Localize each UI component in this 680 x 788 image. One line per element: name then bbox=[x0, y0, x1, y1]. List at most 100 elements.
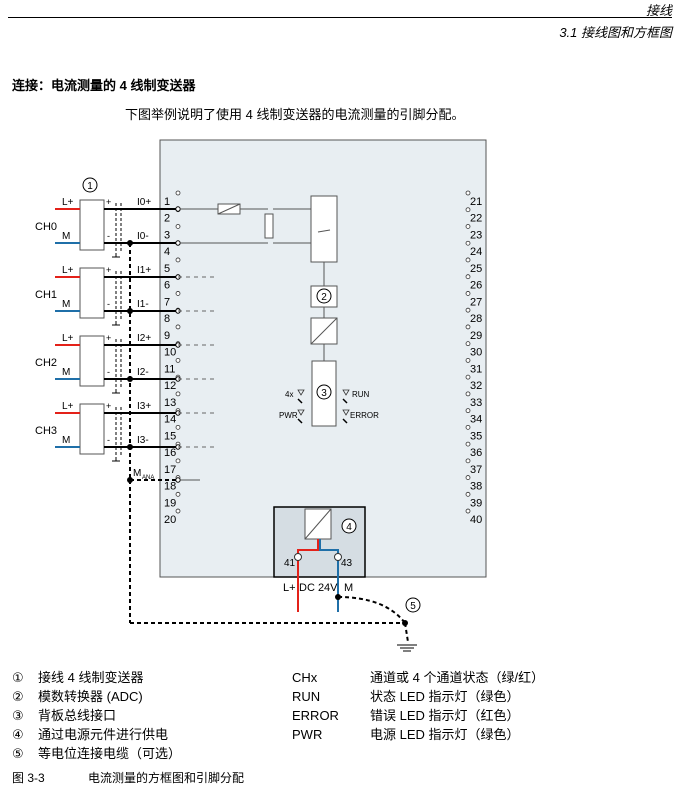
legend-text: 错误 LED 指示灯（红色） bbox=[370, 708, 520, 723]
terminal-22 bbox=[465, 207, 471, 213]
terminal-number-27: 27 bbox=[470, 296, 482, 308]
input-minus-label: I3- bbox=[137, 435, 149, 446]
minus-sign: - bbox=[107, 367, 110, 377]
led-icon bbox=[297, 409, 305, 416]
terminal-number-7: 7 bbox=[164, 296, 170, 308]
terminal-19 bbox=[175, 491, 181, 497]
callout-number: 2 bbox=[321, 292, 327, 303]
legend-text: 接线 4 线制变送器 bbox=[38, 670, 144, 685]
terminal-5 bbox=[175, 257, 181, 263]
terminal-number-15: 15 bbox=[164, 430, 176, 442]
terminal-26 bbox=[465, 274, 471, 280]
channel-label-CH2: CH2 bbox=[35, 357, 57, 369]
terminal-29 bbox=[465, 324, 471, 330]
terminal-number-18: 18 bbox=[164, 481, 176, 493]
terminal-30 bbox=[465, 341, 471, 347]
section-heading: 连接：电流测量的 4 线制变送器 bbox=[12, 78, 196, 93]
legend-text: 状态 LED 指示灯（绿色） bbox=[370, 689, 520, 704]
terminal-number-12: 12 bbox=[164, 380, 176, 392]
terminal-number-39: 39 bbox=[470, 497, 482, 509]
led-icon bbox=[297, 389, 305, 396]
minus-sign: - bbox=[107, 231, 110, 241]
terminal-32 bbox=[465, 374, 471, 380]
legend-text: 背板总线接口 bbox=[38, 708, 117, 723]
terminal-24 bbox=[465, 240, 471, 246]
terminal-23 bbox=[465, 224, 471, 229]
input-plus-label: I2+ bbox=[137, 333, 151, 344]
terminal-number-23: 23 bbox=[470, 229, 482, 241]
terminal-41 bbox=[294, 553, 302, 561]
led-light-icon bbox=[342, 418, 348, 424]
legend-key: CHx bbox=[292, 670, 318, 685]
converter-icon bbox=[310, 317, 338, 345]
wiring-diagram: 1234567891011121314151617181920212223242… bbox=[35, 139, 487, 652]
intro-text: 下图举例说明了使用 4 线制变送器的电流测量的引脚分配。 bbox=[125, 107, 465, 122]
terminal-number-28: 28 bbox=[470, 313, 482, 325]
terminal-number-41: 41 bbox=[284, 558, 296, 569]
legend-text: 等电位连接电缆（可选） bbox=[38, 746, 182, 761]
terminal-number-11: 11 bbox=[164, 363, 175, 375]
legend-key: RUN bbox=[292, 689, 321, 704]
switch-icon bbox=[317, 229, 331, 233]
plus-sign: + bbox=[106, 401, 111, 411]
equipotential-cable bbox=[337, 596, 406, 624]
terminal-number-4: 4 bbox=[164, 246, 170, 258]
plus-sign: + bbox=[106, 265, 111, 275]
terminal-13 bbox=[175, 391, 181, 397]
terminal-number-3: 3 bbox=[164, 229, 170, 241]
transmitter-CH1 bbox=[79, 267, 105, 319]
input-plus-label: I3+ bbox=[137, 401, 151, 412]
legend-key: ERROR bbox=[292, 708, 339, 723]
transmitter-CH2 bbox=[79, 335, 105, 387]
terminal-number-9: 9 bbox=[164, 330, 170, 342]
legend-item: ① 接线 4 线制变送器 bbox=[12, 668, 181, 687]
terminal-number-32: 32 bbox=[470, 380, 482, 392]
terminal-28 bbox=[465, 307, 471, 313]
terminal-34 bbox=[465, 408, 471, 414]
input-plus-label: I1+ bbox=[137, 265, 151, 276]
terminal-number-38: 38 bbox=[470, 481, 482, 493]
power-m-label: M bbox=[344, 582, 353, 594]
terminal-number-40: 40 bbox=[470, 514, 482, 526]
terminal-25 bbox=[465, 257, 471, 263]
terminal-number-1: 1 bbox=[164, 196, 170, 208]
junction-dot bbox=[127, 308, 133, 314]
led-run-label: RUN bbox=[352, 390, 370, 399]
terminal-number-43: 43 bbox=[341, 558, 353, 569]
terminal-number-16: 16 bbox=[164, 447, 176, 459]
callout-number: 5 bbox=[410, 601, 416, 612]
lplus-label: L+ bbox=[62, 197, 74, 208]
channel-label-CH3: CH3 bbox=[35, 425, 57, 437]
terminal-number-10: 10 bbox=[164, 347, 176, 359]
input-minus-label: I0- bbox=[137, 231, 149, 242]
led-pwr-label: PWR bbox=[279, 411, 298, 420]
terminal-17 bbox=[175, 458, 181, 464]
led-4x-label: 4x bbox=[285, 390, 293, 399]
channel-label-CH1: CH1 bbox=[35, 289, 57, 301]
terminal-number-33: 33 bbox=[470, 397, 482, 409]
callout-circle bbox=[405, 597, 421, 613]
terminal-27 bbox=[465, 291, 471, 296]
terminal-33 bbox=[465, 391, 471, 397]
m-label: M bbox=[62, 435, 70, 446]
terminal-number-34: 34 bbox=[470, 414, 482, 426]
terminal-38 bbox=[465, 475, 471, 480]
terminal-number-30: 30 bbox=[470, 347, 482, 359]
legend-num: ① bbox=[12, 670, 24, 685]
legend-num: ③ bbox=[12, 708, 24, 723]
terminal-number-26: 26 bbox=[470, 280, 482, 292]
multiplexer-block bbox=[310, 195, 338, 263]
m-label: M bbox=[62, 231, 70, 242]
legend-item: ③ 背板总线接口 bbox=[12, 706, 181, 725]
callout-number: 1 bbox=[87, 181, 93, 192]
terminal-15 bbox=[175, 424, 181, 430]
terminal-number-31: 31 bbox=[470, 363, 482, 375]
minus-sign: - bbox=[107, 299, 110, 309]
terminal-37 bbox=[465, 458, 471, 464]
terminal-number-24: 24 bbox=[470, 246, 482, 258]
